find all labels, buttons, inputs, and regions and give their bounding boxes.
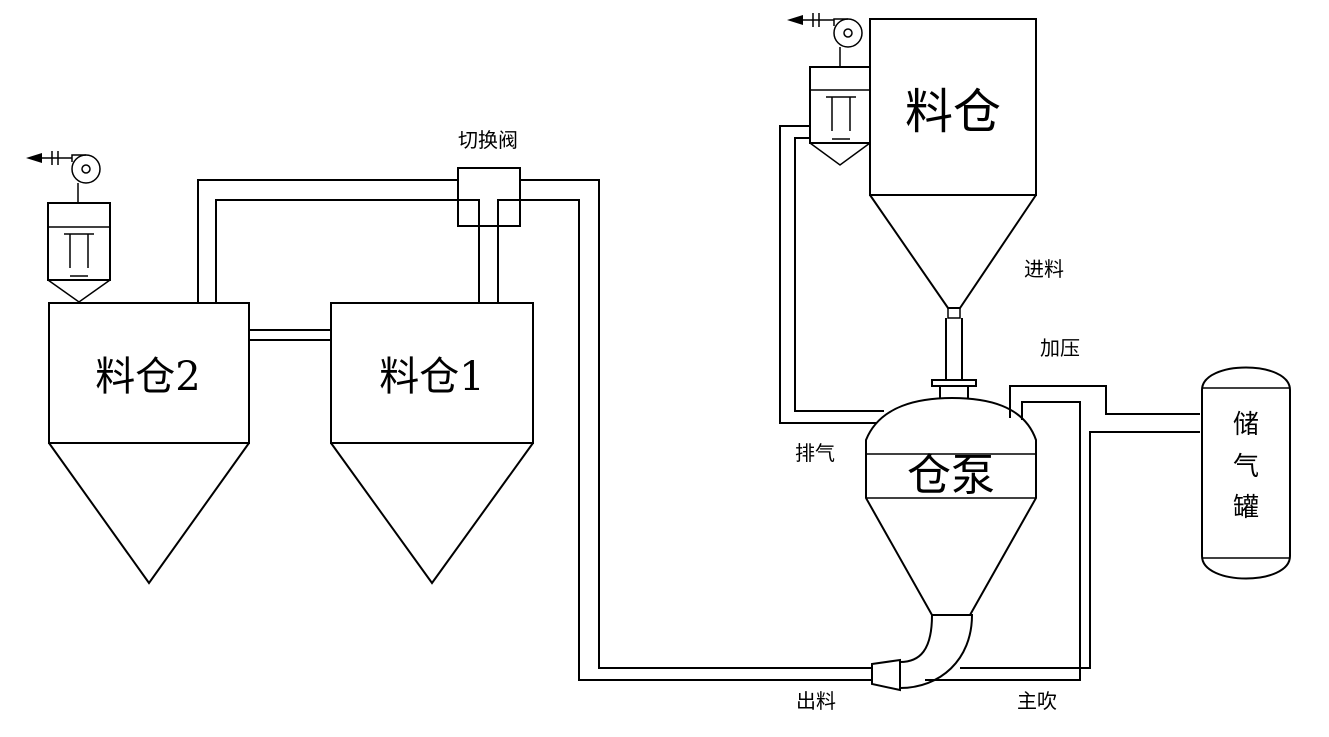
- pump-dust-filter-icon: [809, 66, 871, 166]
- pump-fan-icon: [833, 18, 863, 48]
- tank-label-1: 储: [1233, 410, 1259, 440]
- valve-to-silo1-pipe: [458, 199, 520, 303]
- top-silo: [869, 18, 1037, 400]
- air-supply-pipes: [925, 385, 1200, 681]
- top-silo-label: 料仓: [905, 84, 1001, 140]
- silo-1: [330, 302, 534, 585]
- pump-exhaust-arrow-icon: [787, 13, 841, 67]
- tank-label-2: 气: [1233, 452, 1259, 482]
- conveying-pipe: [520, 179, 872, 681]
- silo-2: [48, 302, 250, 585]
- exhaust-label: 排气: [795, 441, 835, 465]
- switch-valve: [457, 167, 521, 227]
- silo-2-label: 料仓2: [95, 354, 200, 400]
- exhaust-pipe: [779, 125, 884, 424]
- switch-valve-label: 切换阀: [458, 128, 518, 152]
- silo2-exhaust-arrow-icon: [26, 151, 79, 203]
- silo2-dust-filter-icon: [47, 202, 111, 303]
- silo-link-pipe: [249, 329, 331, 341]
- pressurize-label: 加压: [1040, 336, 1080, 360]
- silo-1-label: 料仓1: [379, 354, 484, 400]
- pump-label: 仓泵: [907, 450, 995, 501]
- gas-storage-tank: [1201, 366, 1291, 580]
- pump-elbow: [871, 614, 974, 692]
- outlet-label: 出料: [796, 689, 836, 713]
- silo2-fan-icon: [71, 154, 101, 184]
- valve-to-silo2-pipe: [197, 179, 458, 303]
- feed-label: 进料: [1024, 257, 1064, 281]
- main-blow-label: 主吹: [1017, 689, 1057, 713]
- pump-vessel: [865, 396, 1037, 616]
- tank-label-3: 罐: [1233, 493, 1259, 523]
